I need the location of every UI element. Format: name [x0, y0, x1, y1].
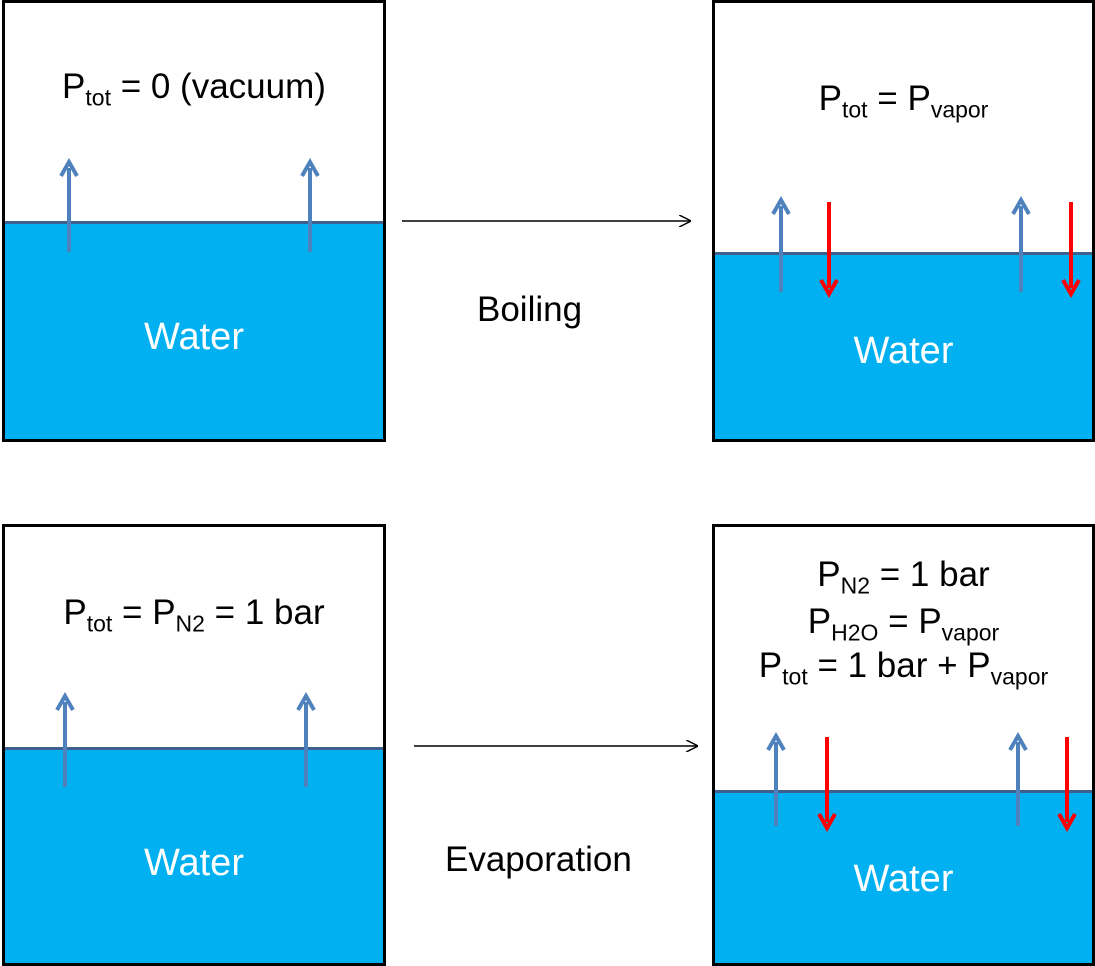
panel-vacuum: Ptot = 0 (vacuum) Water: [2, 0, 386, 442]
subscript-tot: tot: [85, 84, 111, 111]
equation-eq: = 1 bar + P: [807, 646, 991, 685]
equation-eq: = P: [867, 79, 931, 118]
subscript-vapor: vapor: [930, 96, 989, 123]
equation-vacuum: Ptot = 0 (vacuum): [5, 67, 383, 109]
equation-line-h2o: PH2O = Pvapor: [715, 602, 1092, 644]
subscript-vapor: vapor: [990, 663, 1049, 690]
subscript-n2: N2: [175, 610, 205, 637]
equation-line-tot: Ptot = 1 bar + Pvapor: [715, 646, 1092, 688]
p-symbol: P: [817, 555, 841, 594]
equation-boiling: Ptot = Pvapor: [715, 79, 1092, 121]
equation-rest: = 1 bar: [870, 555, 990, 594]
equation-rest: = 1 bar: [204, 593, 325, 632]
p-symbol: P: [807, 602, 832, 641]
p-symbol: P: [63, 593, 87, 632]
water-label: Water: [144, 842, 244, 884]
subscript-h2o: H2O: [831, 619, 879, 646]
panel-boiling-result: Ptot = Pvapor Water: [712, 0, 1095, 442]
equation-eq: = P: [878, 602, 942, 641]
equation-line-n2: PN2 = 1 bar: [715, 555, 1092, 597]
water-label: Water: [853, 330, 954, 372]
water-label: Water: [853, 858, 954, 900]
p-symbol: P: [818, 79, 842, 118]
p-symbol: P: [62, 67, 86, 106]
subscript-n2: N2: [840, 572, 871, 599]
equation-eq: = P: [112, 593, 176, 632]
water-region: Water: [5, 747, 383, 963]
water-region: Water: [715, 252, 1092, 439]
process-label-evaporation: Evaporation: [445, 840, 632, 879]
water-region: Water: [5, 221, 383, 439]
subscript-tot: tot: [842, 96, 868, 123]
process-label-boiling: Boiling: [477, 290, 583, 329]
water-label: Water: [144, 316, 244, 358]
panel-nitrogen: Ptot = PN2 = 1 bar Water: [2, 524, 386, 966]
p-symbol: P: [758, 646, 783, 685]
subscript-tot: tot: [782, 663, 808, 690]
equation-nitrogen: Ptot = PN2 = 1 bar: [5, 593, 383, 635]
subscript-vapor: vapor: [941, 619, 1000, 646]
subscript-tot: tot: [86, 610, 113, 637]
equation-rest: = 0 (vacuum): [110, 67, 326, 106]
